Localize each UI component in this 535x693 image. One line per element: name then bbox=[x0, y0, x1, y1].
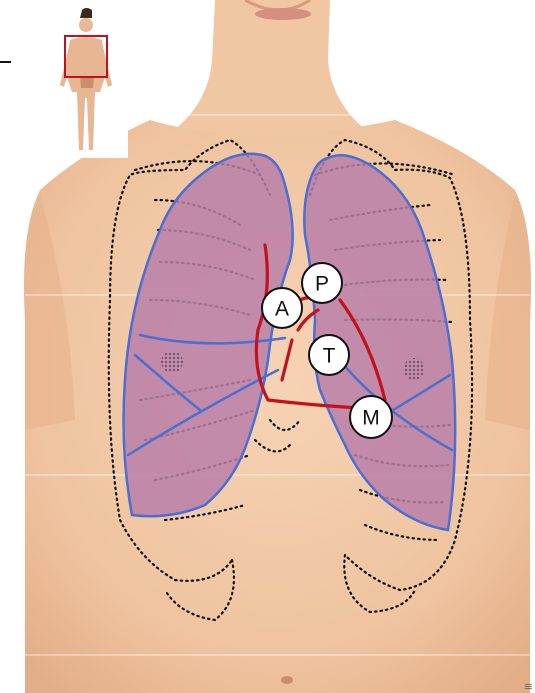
mouth bbox=[255, 8, 311, 20]
edge-glyph: ≡ bbox=[524, 680, 533, 693]
pulmonic-marker: P bbox=[302, 263, 342, 303]
mitral-marker: M bbox=[350, 396, 392, 438]
aortic-marker: A bbox=[262, 288, 302, 328]
pulmonic-marker-label: P bbox=[315, 273, 329, 296]
full-body-figure-icon bbox=[53, 8, 128, 158]
neck bbox=[160, 0, 380, 150]
tricuspid-marker: T bbox=[309, 335, 349, 375]
mitral-marker-label: M bbox=[362, 407, 380, 430]
right-lung-nodule-icon bbox=[161, 351, 183, 373]
tricuspid-marker-label: T bbox=[323, 345, 336, 368]
navel bbox=[281, 676, 293, 684]
aortic-marker-label: A bbox=[275, 298, 289, 321]
left-lung-nodule-icon bbox=[403, 358, 425, 380]
corner-dash bbox=[0, 61, 11, 63]
